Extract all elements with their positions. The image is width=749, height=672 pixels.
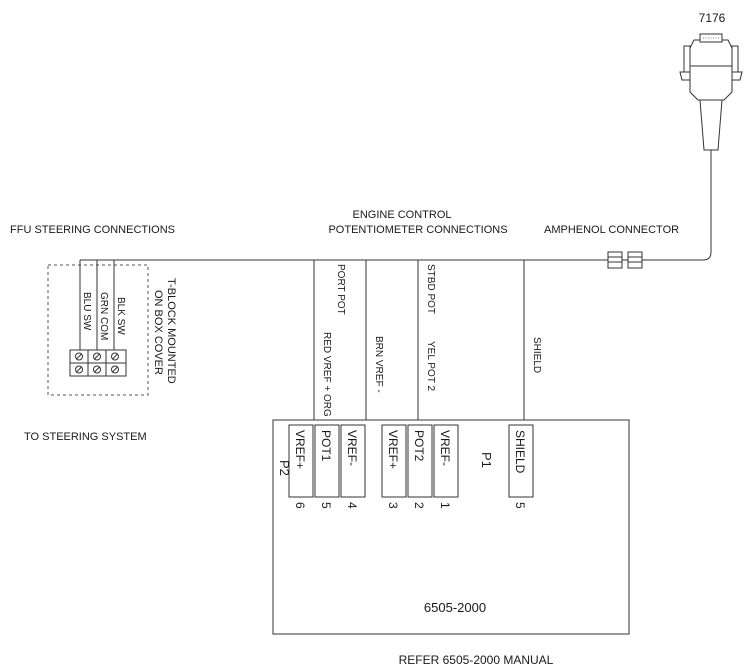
refer-manual-label: REFER 6505-2000 MANUAL bbox=[399, 653, 554, 667]
pin-p2-5-num: 5 bbox=[319, 502, 333, 509]
pin-p1-3-num: 3 bbox=[386, 502, 400, 509]
connector-p1-label: P1 bbox=[479, 452, 494, 468]
engine-control-label: ENGINE CONTROL bbox=[352, 209, 451, 221]
pin-p1-2-name: POT2 bbox=[412, 430, 426, 462]
pin-p1-1-num: 1 bbox=[438, 502, 452, 509]
part-number-label: 7176 bbox=[699, 11, 726, 25]
pin-p1-5-num: 5 bbox=[513, 502, 527, 509]
pin-p1-1-name: VREF- bbox=[438, 430, 452, 466]
pin-p2-6-num: 6 bbox=[293, 502, 307, 509]
t-block: BLK SW GRN COM BLU SW bbox=[47, 260, 149, 396]
blu-sw-label: BLU SW bbox=[81, 292, 92, 331]
pin-p2-4-name: VREF- bbox=[345, 430, 359, 466]
pin-p1-3-name: VREF+ bbox=[386, 430, 400, 469]
potentiometer-connections-label: POTENTIOMETER CONNECTIONS bbox=[328, 224, 507, 236]
stbd-wires-label: YEL POT 2 bbox=[425, 341, 436, 391]
connector-p2-label: P2 bbox=[277, 460, 292, 476]
pin-p1-5-name: SHIELD bbox=[513, 430, 527, 474]
to-steering-system-label: TO STEERING SYSTEM bbox=[24, 431, 147, 443]
blk-sw-label: BLK SW bbox=[115, 297, 126, 335]
grn-com-label: GRN COM bbox=[98, 292, 109, 340]
pin-p1-2-num: 2 bbox=[412, 502, 426, 509]
ffu-steering-label: FFU STEERING CONNECTIONS bbox=[10, 224, 175, 236]
potentiometer-wires bbox=[313, 260, 525, 420]
brn-vref-label: BRN VREF - bbox=[373, 336, 384, 393]
t-block-mounted-label: T-BLOCK MOUNTED bbox=[165, 278, 177, 384]
stbd-pot-label: STBD POT bbox=[425, 264, 436, 314]
amphenol-connector-symbol bbox=[605, 251, 650, 269]
port-wires-label: RED VREF + ORG POT 1 bbox=[321, 332, 332, 449]
handheld-controller bbox=[650, 33, 743, 261]
module-part-number: 6505-2000 bbox=[424, 600, 486, 615]
port-pot-label: PORT POT bbox=[335, 264, 346, 315]
pin-p2-4-num: 4 bbox=[345, 502, 359, 509]
on-box-cover-label: ON BOX COVER bbox=[152, 290, 164, 375]
shield-wire-label: SHIELD bbox=[531, 337, 542, 373]
pin-p2-6-name: VREF+ bbox=[293, 430, 307, 469]
amphenol-connector-label: AMPHENOL CONNECTOR bbox=[544, 224, 679, 236]
pin-p2-5-name: POT1 bbox=[319, 430, 333, 462]
connector-pins bbox=[288, 424, 534, 498]
